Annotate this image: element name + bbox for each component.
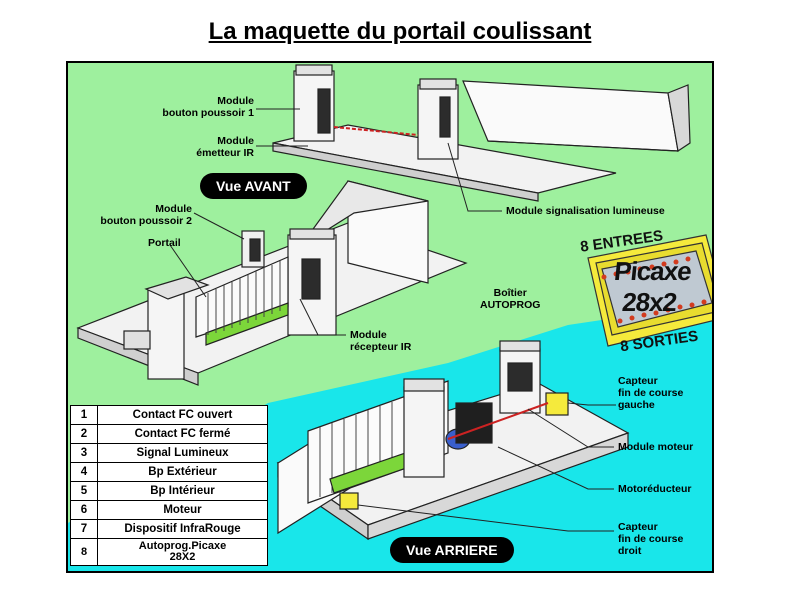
legend-label: Bp Intérieur: [97, 481, 268, 501]
rear-view-badge: Vue ARRIERE: [390, 537, 514, 563]
legend-num: 8: [70, 538, 98, 566]
legend-label: Contact FC fermé: [97, 424, 268, 444]
label-portail: Portail: [148, 237, 181, 249]
legend-label: Contact FC ouvert: [97, 405, 268, 425]
legend-num: 4: [70, 462, 98, 482]
front-view-badge: Vue AVANT: [200, 173, 307, 199]
label-capteur-gauche: Capteur fin de course gauche: [618, 375, 684, 411]
front-view-middle-model: [76, 180, 468, 386]
legend-num: 7: [70, 519, 98, 539]
label-motoreducteur: Motoréducteur: [618, 483, 692, 495]
label-boitier-autoprog: Boîtier AUTOPROG: [480, 287, 541, 311]
legend-label: Moteur: [97, 500, 268, 520]
label-module-ir-emitter: Module émetteur IR: [196, 135, 254, 159]
label-module-bp1: Module bouton poussoir 1: [162, 95, 254, 119]
legend-label: Dispositif InfraRouge: [97, 519, 268, 539]
label-module-bp2: Module bouton poussoir 2: [100, 203, 192, 227]
legend-label: Signal Lumineux: [97, 443, 268, 463]
label-module-ir-receiver: Module récepteur IR: [350, 329, 412, 353]
legend-num: 6: [70, 500, 98, 520]
legend-num: 2: [70, 424, 98, 444]
legend-num: 1: [70, 405, 98, 425]
rear-view-model: [276, 340, 630, 541]
label-capteur-droit: Capteur fin de course droit: [618, 521, 684, 557]
picaxe-box: [587, 234, 712, 347]
picaxe-name: Picaxe 28x2: [612, 256, 693, 317]
legend-label: Bp Extérieur: [97, 462, 268, 482]
legend-num: 3: [70, 443, 98, 463]
label-module-signal: Module signalisation lumineuse: [506, 205, 665, 217]
page-title: La maquette du portail coulissant: [208, 18, 592, 45]
front-view-top-model: [272, 64, 691, 202]
leader-lines: [169, 108, 616, 532]
label-module-moteur: Module moteur: [618, 441, 694, 453]
legend-label: Autoprog.Picaxe 28X2: [97, 538, 268, 566]
legend-num: 5: [70, 481, 98, 501]
